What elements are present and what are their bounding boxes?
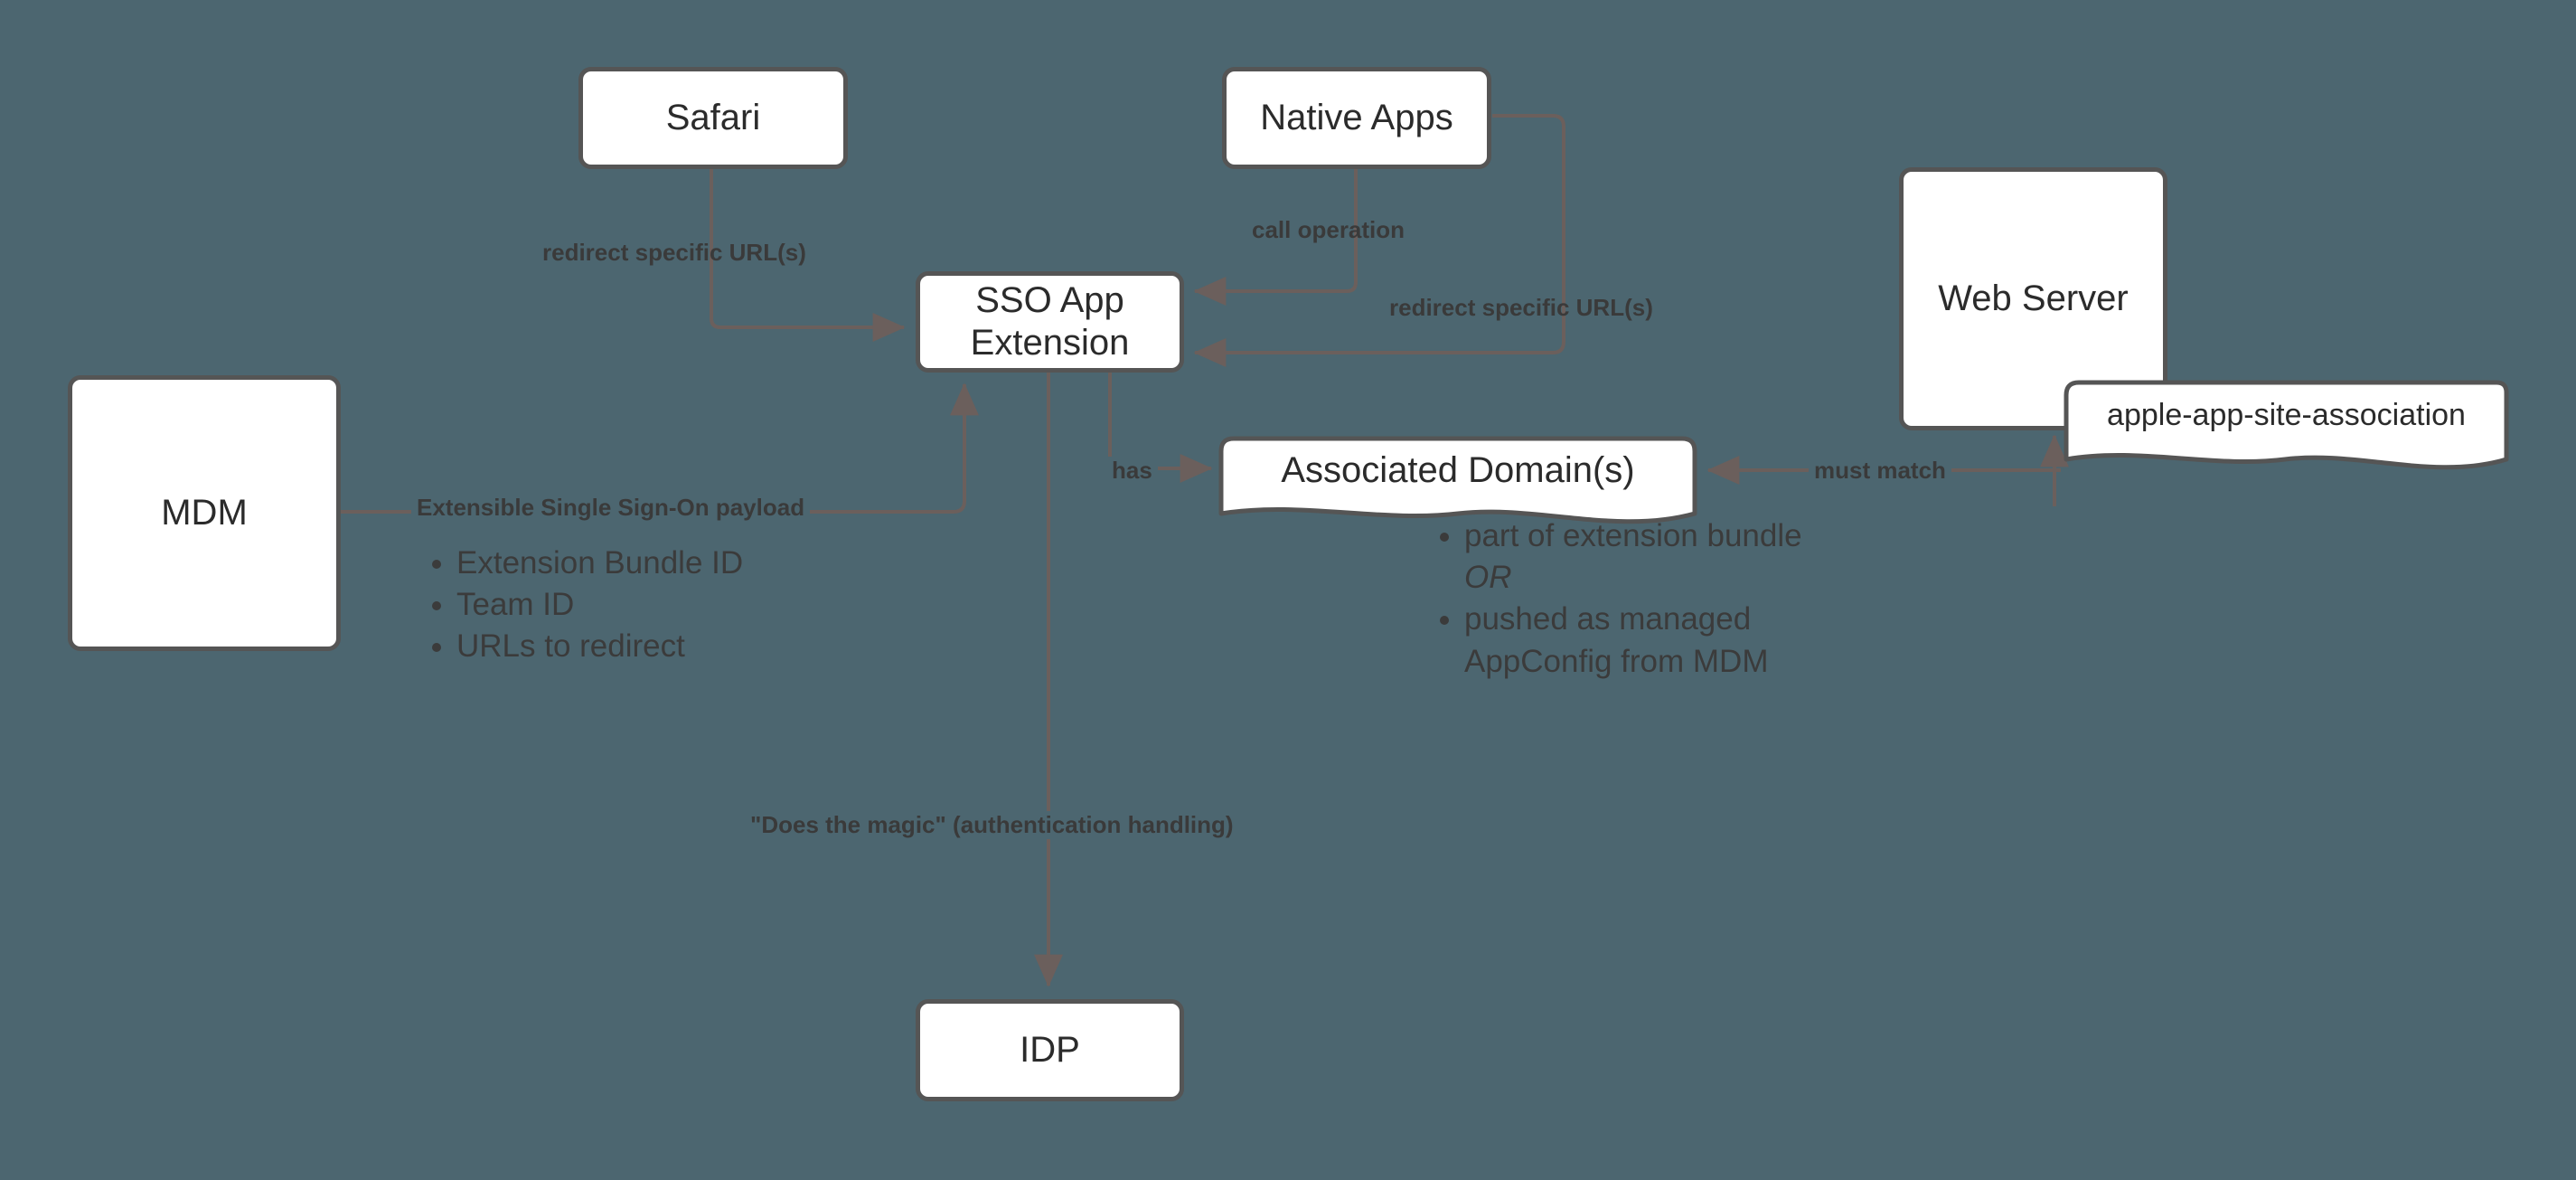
list-item-text-before: part of extension bundle bbox=[1464, 518, 1802, 553]
note-mdm-payload-items: Extension Bundle ID Team ID URLs to redi… bbox=[420, 543, 890, 668]
connector-sso-has-domains bbox=[1108, 373, 1213, 483]
connector-safari-to-sso bbox=[710, 169, 906, 342]
node-native-apps-label: Native Apps bbox=[1260, 97, 1453, 137]
node-mdm-label: MDM bbox=[161, 492, 248, 533]
node-associated-domains-label: Associated Domain(s) bbox=[1281, 449, 1635, 490]
mdm-payload-list: Extension Bundle ID Team ID URLs to redi… bbox=[420, 543, 890, 668]
node-idp[interactable]: IDP bbox=[916, 999, 1184, 1101]
note-associated-domains-items: part of extension bundle OR pushed as ma… bbox=[1428, 515, 1826, 683]
edge-label-aasa-must-match: must match bbox=[1809, 457, 1951, 485]
edge-label-native-apps-call-operation: call operation bbox=[1252, 216, 1406, 243]
connector-native-apps-redirect bbox=[1193, 114, 1565, 367]
node-sso-app-extension-label-line1: SSO App bbox=[975, 279, 1124, 320]
node-web-server-label: Web Server bbox=[1938, 278, 2129, 318]
node-safari[interactable]: Safari bbox=[578, 67, 848, 169]
edge-label-sso-to-idp: "Does the magic" (authentication handlin… bbox=[745, 811, 1239, 839]
list-item-emphasis: OR bbox=[1464, 560, 1512, 596]
node-sso-app-extension-label-line2: Extension bbox=[970, 323, 1130, 363]
associated-domains-list: part of extension bundle OR pushed as ma… bbox=[1428, 515, 1826, 683]
list-item: part of extension bundle OR bbox=[1464, 515, 1826, 599]
node-idp-label: IDP bbox=[1020, 1029, 1080, 1070]
node-associated-domains[interactable]: Associated Domain(s) bbox=[1218, 436, 1697, 535]
node-mdm[interactable]: MDM bbox=[68, 375, 341, 651]
list-item: pushed as managed AppConfig from MDM bbox=[1464, 599, 1826, 682]
connector-native-apps-call-operation bbox=[1193, 169, 1358, 306]
edge-label-native-apps-redirect: redirect specific URL(s) bbox=[1389, 294, 1653, 321]
edge-label-sso-has-domains: has bbox=[1106, 457, 1158, 485]
node-native-apps[interactable]: Native Apps bbox=[1222, 67, 1491, 169]
edge-label-mdm-payload: Extensible Single Sign-On payload bbox=[411, 494, 811, 522]
associated-domains-shape bbox=[1218, 436, 1697, 524]
apple-app-site-association-shape bbox=[2064, 380, 2509, 470]
list-item: URLs to redirect bbox=[456, 626, 890, 667]
list-item-text-before: pushed as managed AppConfig from MDM bbox=[1464, 601, 1769, 679]
connector-mdm-to-sso bbox=[341, 382, 979, 514]
node-safari-label: Safari bbox=[665, 97, 761, 137]
node-apple-app-site-association-label: apple-app-site-association bbox=[2107, 397, 2466, 432]
edge-label-safari-to-sso: redirect specific URL(s) bbox=[542, 239, 806, 266]
node-apple-app-site-association[interactable]: apple-app-site-association bbox=[2064, 380, 2509, 481]
list-item: Extension Bundle ID bbox=[456, 543, 890, 584]
node-sso-app-extension[interactable]: SSO App Extension bbox=[916, 271, 1184, 373]
list-item: Team ID bbox=[456, 584, 890, 626]
